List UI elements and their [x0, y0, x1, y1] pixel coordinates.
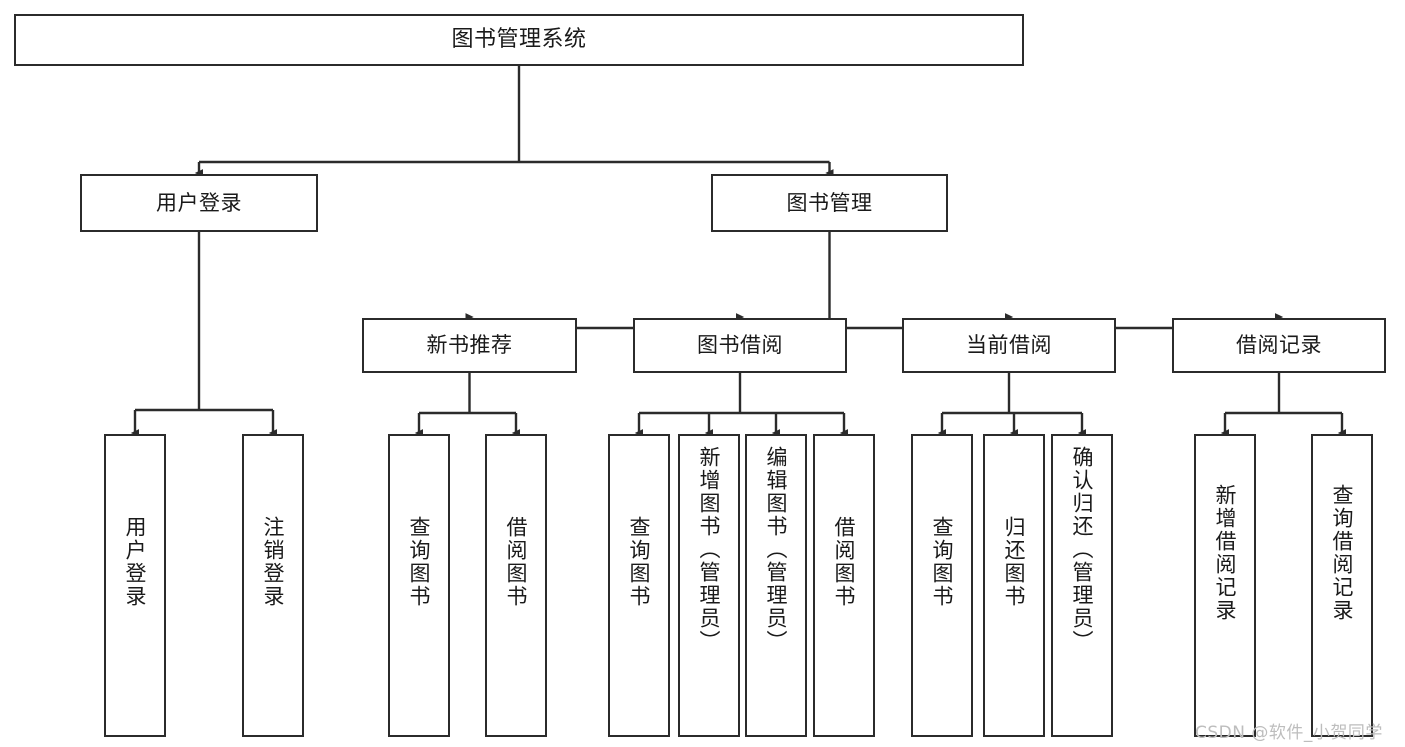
leaf-current-query-book[interactable]: 查询图书: [911, 434, 973, 737]
leaf-user-login-label: 用户登录: [123, 516, 148, 608]
leaf-borrow-add-book-label: 新增图书（管理员）: [697, 446, 722, 653]
node-borrow-record[interactable]: 借阅记录: [1172, 318, 1386, 373]
leaf-borrow-borrow-book-label: 借阅图书: [832, 516, 857, 608]
leaf-borrow-edit-book-label: 编辑图书（管理员）: [764, 446, 789, 653]
node-book-borrow[interactable]: 图书借阅: [633, 318, 847, 373]
node-user-login[interactable]: 用户登录: [80, 174, 318, 232]
leaf-user-logout-label: 注销登录: [261, 516, 286, 608]
leaf-borrow-borrow-book[interactable]: 借阅图书: [813, 434, 875, 737]
leaf-record-query[interactable]: 查询借阅记录: [1311, 434, 1373, 737]
leaf-user-logout[interactable]: 注销登录: [242, 434, 304, 737]
leaf-current-return-book[interactable]: 归还图书: [983, 434, 1045, 737]
leaf-recommend-query-book[interactable]: 查询图书: [388, 434, 450, 737]
node-current-borrow[interactable]: 当前借阅: [902, 318, 1116, 373]
node-book-manage-label: 图书管理: [786, 190, 873, 215]
node-current-borrow-label: 当前借阅: [966, 333, 1052, 358]
node-root[interactable]: 图书管理系统: [14, 14, 1024, 66]
leaf-user-login[interactable]: 用户登录: [104, 434, 166, 737]
leaf-current-return-book-label: 归还图书: [1002, 516, 1027, 608]
node-root-label: 图书管理系统: [451, 27, 587, 53]
node-book-manage[interactable]: 图书管理: [711, 174, 948, 232]
leaf-current-confirm-return[interactable]: 确认归还（管理员）: [1051, 434, 1113, 737]
leaf-recommend-query-book-label: 查询图书: [407, 516, 432, 608]
leaf-recommend-borrow-book-label: 借阅图书: [504, 516, 529, 608]
leaf-borrow-query-book[interactable]: 查询图书: [608, 434, 670, 737]
leaf-record-add-label: 新增借阅记录: [1213, 484, 1238, 622]
node-new-book-recommend-label: 新书推荐: [426, 333, 513, 358]
node-borrow-record-label: 借阅记录: [1236, 333, 1322, 358]
leaf-recommend-borrow-book[interactable]: 借阅图书: [485, 434, 547, 737]
leaf-borrow-add-book[interactable]: 新增图书（管理员）: [678, 434, 740, 737]
leaf-borrow-query-book-label: 查询图书: [627, 516, 652, 608]
leaf-current-confirm-return-label: 确认归还（管理员）: [1070, 446, 1095, 653]
csdn-watermark: CSDN @软件_小贺同学: [1195, 723, 1383, 743]
node-user-login-label: 用户登录: [156, 190, 242, 215]
node-new-book-recommend[interactable]: 新书推荐: [362, 318, 577, 373]
leaf-record-query-label: 查询借阅记录: [1330, 484, 1355, 622]
leaf-borrow-edit-book[interactable]: 编辑图书（管理员）: [745, 434, 807, 737]
leaf-record-add[interactable]: 新增借阅记录: [1194, 434, 1256, 737]
leaf-current-query-book-label: 查询图书: [930, 516, 955, 608]
node-book-borrow-label: 图书借阅: [697, 333, 783, 358]
